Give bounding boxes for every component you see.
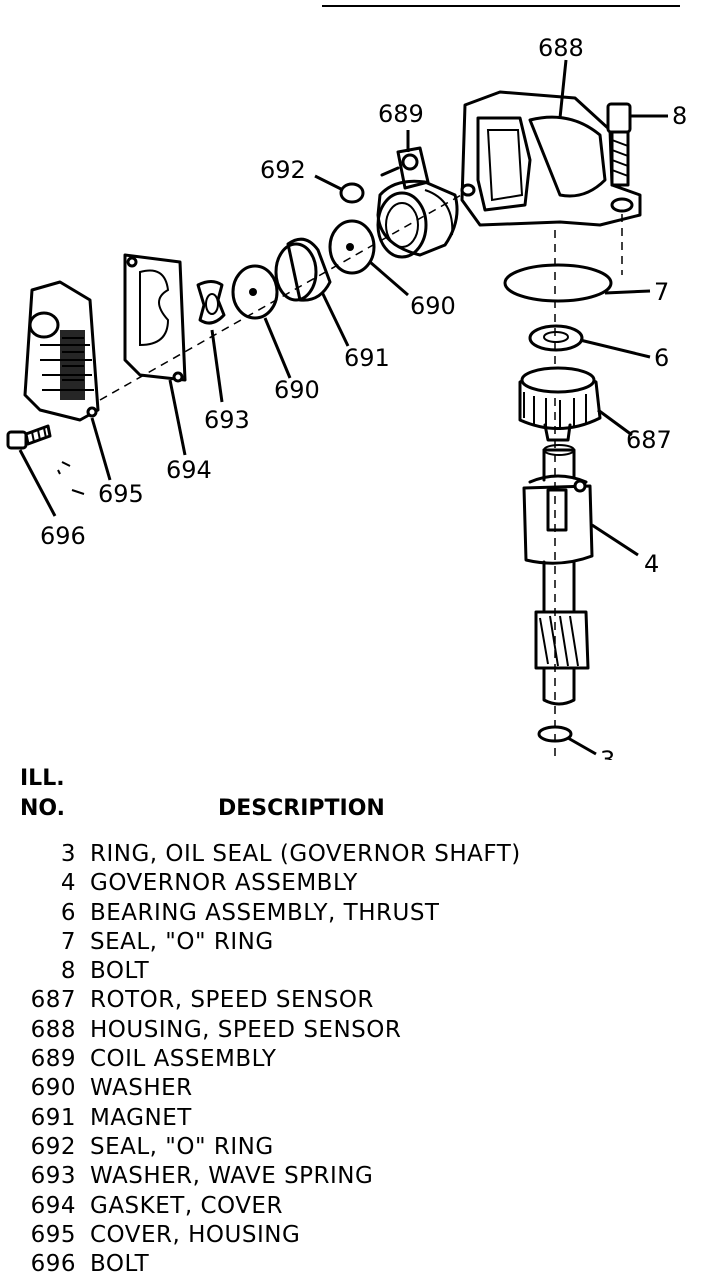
debris-marks [57,461,85,495]
part-690-washer-upper [328,219,376,275]
legend-row: 696 BOLT [20,1250,680,1279]
legend-row: 6 BEARING ASSEMBLY, THRUST [20,899,680,928]
legend-row: 690 WASHER [20,1074,680,1103]
callout-687: 687 [626,426,672,454]
legend-row: 691 MAGNET [20,1104,680,1133]
legend-item-description: SEAL, "O" RING [90,1133,274,1160]
legend-item-description: SEAL, "O" RING [90,928,274,955]
callout-8: 8 [672,102,687,130]
leader-lines [18,59,668,756]
part-8-bolt [606,102,632,187]
legend-item-number: 3 [60,841,76,867]
callout-694: 694 [166,456,212,484]
part-687-rotor [518,366,602,442]
legend-item-number: 7 [60,928,76,955]
callout-3: 3 [600,746,615,760]
legend-header-ill: ILL. [20,766,65,791]
legend-row: 694 GASKET, COVER [20,1192,680,1221]
part-694-gasket [123,253,187,383]
part-693-wave-spring [196,280,226,325]
legend-item-number: 8 [60,958,76,985]
part-688-housing [460,90,642,227]
legend-item-description: COVER, HOUSING [90,1221,301,1248]
part-3-oil-seal-ring [537,725,573,743]
legend-item-description: GASKET, COVER [90,1192,283,1219]
legend-header-no: NO. [20,796,65,821]
part-6-thrust-bearing [528,324,584,352]
legend-row: 3 RING, OIL SEAL (GOVERNOR SHAFT) [20,840,680,869]
legend-row: 695 COVER, HOUSING [20,1221,680,1250]
part-691-magnet [274,237,332,302]
legend-row: 689 COIL ASSEMBLY [20,1045,680,1074]
part-7-o-ring [503,263,613,303]
legend-item-description: ROTOR, SPEED SENSOR [90,987,374,1014]
legend-item-number: 687 [30,987,76,1014]
callout-695: 695 [98,480,144,508]
legend-item-description: MAGNET [90,1104,192,1131]
legend-item-description: WASHER, WAVE SPRING [90,1163,374,1190]
legend-item-description: RING, OIL SEAL (GOVERNOR SHAFT) [90,841,521,867]
legend-item-description: BEARING ASSEMBLY, THRUST [90,899,440,926]
legend-rows: 3 RING, OIL SEAL (GOVERNOR SHAFT) 4 GOVERNO… [20,840,680,1279]
part-692-o-ring [339,182,365,204]
callout-690-upper: 690 [410,292,456,320]
part-695-cover-housing [23,280,100,422]
callout-690-lower: 690 [274,376,320,404]
legend-item-description: HOUSING, SPEED SENSOR [90,1016,402,1043]
legend-item-number: 689 [30,1046,76,1073]
part-696-bolt [6,424,52,450]
part-690-washer-lower [231,264,279,320]
legend-item-description: GOVERNOR ASSEMBLY [90,870,358,897]
legend-row: 693 WASHER, WAVE SPRING [20,1162,680,1191]
legend-item-number: 693 [30,1163,76,1190]
legend-item-number: 695 [30,1221,76,1248]
legend-row: 4 GOVERNOR ASSEMBLY [20,869,680,898]
legend-item-description: WASHER [90,1075,193,1102]
callout-labels: 688 689 8 692 7 690 6 691 690 687 693 69… [40,34,687,760]
callout-692: 692 [260,156,306,184]
legend-item-description: BOLT [90,1251,150,1278]
legend-item-number: 694 [30,1192,76,1219]
legend-row: 8 BOLT [20,957,680,986]
legend-row: 692 SEAL, "O" RING [20,1133,680,1162]
legend-item-number: 688 [30,1016,76,1043]
legend-item-number: 691 [30,1104,76,1131]
legend-item-number: 690 [30,1075,76,1102]
legend-item-description: BOLT [90,958,150,985]
legend-row: 688 HOUSING, SPEED SENSOR [20,1016,680,1045]
callout-693: 693 [204,406,250,434]
legend-item-number: 696 [30,1251,76,1278]
part-4-governor-assembly [522,444,594,706]
callout-691: 691 [344,344,390,372]
legend-item-number: 692 [30,1133,76,1160]
legend-row: 687 ROTOR, SPEED SENSOR [20,986,680,1015]
part-689-coil-assembly [376,146,459,259]
parts-legend: ILL. NO. DESCRIPTION 3 RING, OIL SEAL (GO… [20,764,680,1279]
legend-header-description: DESCRIPTION [218,796,385,821]
legend-header-row: NO. DESCRIPTION [20,794,680,824]
callout-689: 689 [378,100,424,128]
exploded-parts-diagram: 688 689 8 692 7 690 6 691 690 687 693 69… [6,5,687,760]
callout-4: 4 [644,550,659,578]
callout-7: 7 [654,278,669,306]
legend-row: 7 SEAL, "O" RING [20,928,680,957]
legend-item-number: 4 [60,870,76,897]
callout-6: 6 [654,344,669,372]
legend-item-number: 6 [60,899,76,926]
callout-696: 696 [40,522,86,550]
legend-item-description: COIL ASSEMBLY [90,1046,277,1073]
callout-688: 688 [538,34,584,62]
